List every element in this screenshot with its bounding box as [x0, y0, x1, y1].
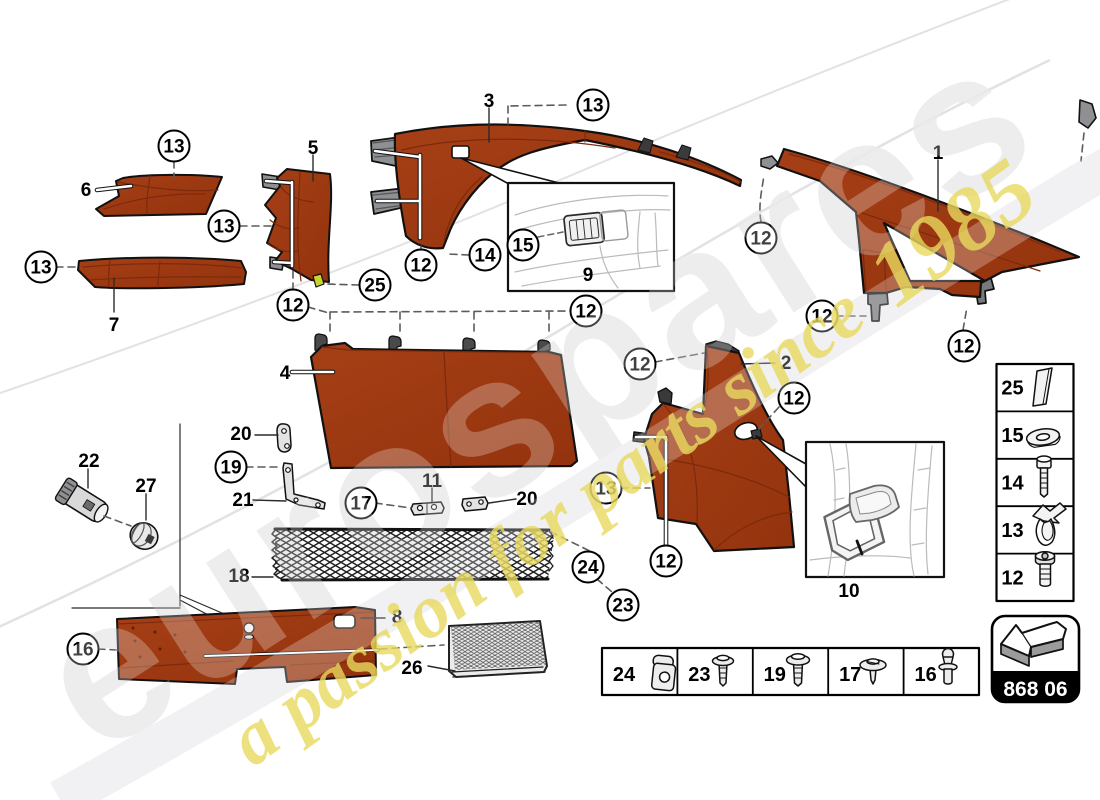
svg-text:8: 8 — [392, 607, 403, 628]
svg-text:16: 16 — [914, 664, 936, 686]
svg-text:24: 24 — [613, 664, 636, 686]
svg-text:15: 15 — [512, 236, 534, 257]
svg-text:27: 27 — [135, 476, 156, 497]
svg-text:25: 25 — [1001, 378, 1023, 400]
svg-text:13: 13 — [163, 137, 184, 158]
svg-text:12: 12 — [410, 256, 431, 277]
svg-text:3: 3 — [484, 91, 495, 112]
svg-text:6: 6 — [81, 180, 92, 201]
svg-text:25: 25 — [364, 276, 386, 297]
svg-text:12: 12 — [953, 337, 974, 358]
svg-text:24: 24 — [577, 558, 599, 579]
svg-text:12: 12 — [655, 552, 676, 573]
svg-text:17: 17 — [839, 664, 861, 686]
svg-text:13: 13 — [1001, 520, 1023, 542]
svg-text:7: 7 — [109, 315, 120, 336]
svg-text:15: 15 — [1001, 425, 1023, 447]
svg-text:13: 13 — [213, 217, 234, 238]
svg-text:26: 26 — [401, 658, 422, 679]
svg-text:22: 22 — [78, 451, 99, 472]
svg-text:23: 23 — [688, 664, 710, 686]
svg-text:14: 14 — [474, 246, 496, 267]
svg-text:12: 12 — [282, 296, 303, 317]
svg-text:20: 20 — [230, 424, 251, 445]
svg-text:13: 13 — [30, 258, 51, 279]
svg-text:13: 13 — [582, 96, 603, 117]
svg-text:868 06: 868 06 — [1003, 678, 1067, 701]
svg-text:14: 14 — [1001, 473, 1024, 495]
svg-text:12: 12 — [1001, 567, 1023, 589]
svg-text:23: 23 — [612, 596, 633, 617]
svg-text:10: 10 — [838, 581, 859, 602]
svg-text:4: 4 — [280, 363, 291, 384]
svg-text:5: 5 — [308, 138, 319, 159]
svg-text:19: 19 — [764, 664, 786, 686]
svg-text:12: 12 — [783, 389, 804, 410]
